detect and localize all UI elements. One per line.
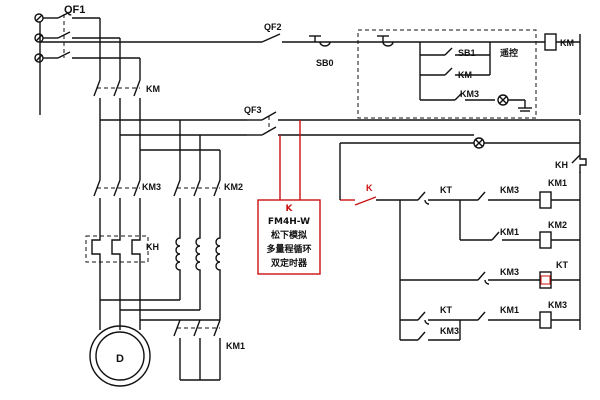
- component-labels: QF1 QF2 QF3 KM KM KM SB0 SB1 遥控 KM3 KM3 …: [64, 4, 574, 365]
- label-remote: 遥控: [500, 47, 518, 58]
- label-kt-r1: KT: [440, 185, 452, 195]
- label-qf2: QF2: [264, 22, 282, 32]
- timer-module: K FM4H-W 松下模拟 多量程循环 双定时器: [257, 199, 321, 275]
- label-km3-r4: KM3: [440, 326, 459, 336]
- label-km3-top: KM3: [460, 89, 479, 99]
- power-circuit: [34, 11, 247, 387]
- timer-line-1: 松下模拟: [271, 229, 307, 241]
- label-km3-r3: KM3: [500, 267, 519, 277]
- qf3-control-circuit: [247, 111, 587, 341]
- timer-model: FM4H-W: [268, 217, 310, 227]
- label-km1-r2: KM1: [500, 227, 519, 237]
- label-kt-r4: KT: [440, 305, 452, 315]
- motor-symbol: [89, 325, 151, 387]
- label-km1-r4: KM1: [500, 305, 519, 315]
- label-kh: KH: [146, 242, 159, 252]
- label-km-coil-top: KM: [560, 38, 574, 48]
- label-motor: D: [116, 353, 124, 365]
- top-control-circuit: [39, 22, 581, 119]
- label-km2-power: KM2: [224, 182, 243, 192]
- label-km1-coil: KM1: [548, 178, 567, 188]
- label-kt-coil: KT: [556, 260, 568, 270]
- timer-k-label: K: [286, 204, 294, 214]
- label-sb0: SB0: [316, 58, 334, 68]
- label-sb1: SB1: [458, 48, 476, 58]
- label-km2-coil: KM2: [548, 220, 567, 230]
- label-km3-power: KM3: [142, 182, 161, 192]
- timer-line-3: 双定时器: [271, 257, 308, 269]
- label-qf1: QF1: [64, 4, 85, 16]
- label-km3-r1: KM3: [500, 185, 519, 195]
- label-k-switch: K: [366, 183, 373, 193]
- label-qf3: QF3: [244, 105, 262, 115]
- label-km-contact-top: KM: [458, 70, 472, 80]
- label-km-main: KM: [146, 84, 160, 94]
- label-km3-coil: KM3: [548, 300, 567, 310]
- label-kh-ctrl: KH: [555, 160, 568, 170]
- timer-line-2: 多量程循环: [266, 243, 311, 255]
- label-km1-power: KM1: [226, 341, 245, 351]
